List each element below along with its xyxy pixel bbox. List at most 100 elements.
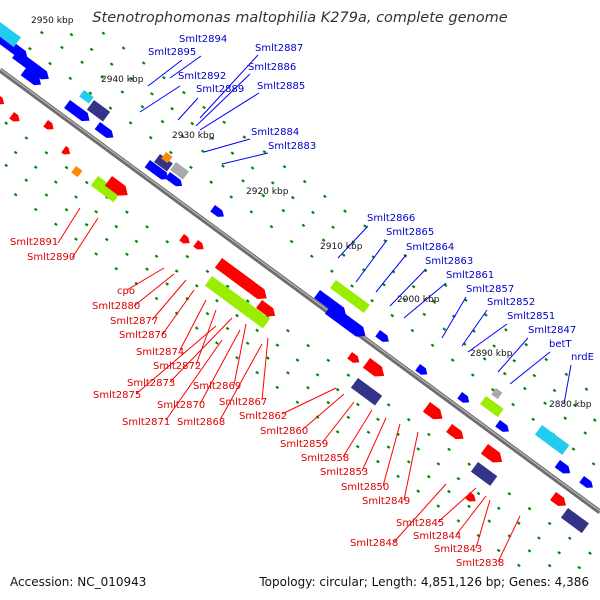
gene-label-smlt2857[interactable]: Smlt2857 (466, 284, 514, 295)
gene-label-smlt2880[interactable]: Smlt2880 (92, 301, 140, 312)
gene-label-smlt2858[interactable]: Smlt2858 (301, 453, 349, 464)
gene-label-smlt2838[interactable]: Smlt2838 (456, 558, 504, 569)
gene-label-smlt2868[interactable]: Smlt2868 (177, 417, 225, 428)
forward-leader-line (467, 323, 508, 353)
reverse-leader-line (261, 337, 269, 401)
tick-mark (230, 151, 235, 155)
gene-label-smlt2861[interactable]: Smlt2861 (446, 270, 494, 281)
reverse-cds-1 (9, 112, 20, 122)
tick-mark (150, 92, 154, 96)
tick-mark (516, 563, 521, 568)
gene-label-smlt2887[interactable]: Smlt2887 (255, 43, 303, 54)
gene-label-smlt2872[interactable]: Smlt2872 (153, 361, 201, 372)
gene-label-smlt2852[interactable]: Smlt2852 (487, 297, 535, 308)
tick-mark (140, 105, 145, 109)
gene-label-smlt2895[interactable]: Smlt2895 (148, 47, 196, 58)
tick-mark (245, 341, 250, 346)
gene-label-smlt2865[interactable]: Smlt2865 (386, 227, 434, 238)
tick-mark (261, 193, 266, 198)
gene-label-cpo[interactable]: cpo (117, 286, 135, 297)
tick-mark (406, 460, 411, 464)
gene-label-smlt2877[interactable]: Smlt2877 (110, 316, 158, 327)
tick-mark (222, 120, 227, 125)
tick-mark (202, 105, 206, 110)
gene-label-smlt2860[interactable]: Smlt2860 (260, 426, 308, 437)
tick-mark (422, 312, 427, 317)
tick-mark (524, 342, 529, 347)
gene-label-smlt2873[interactable]: Smlt2873 (127, 378, 175, 389)
kbp-label-2920: 2920 kbp (246, 187, 289, 197)
gene-label-smlt2849[interactable]: Smlt2849 (362, 496, 410, 507)
gene-label-smlt2885[interactable]: Smlt2885 (257, 81, 305, 92)
tick-mark (134, 239, 139, 244)
gene-label-smlt2874[interactable]: Smlt2874 (136, 347, 184, 358)
gene-label-smlt2876[interactable]: Smlt2876 (119, 330, 167, 341)
gene-label-smlt2866[interactable]: Smlt2866 (367, 213, 415, 224)
reverse-leader-line (475, 499, 491, 549)
gene-label-bett[interactable]: betT (549, 339, 572, 350)
gene-label-nrde[interactable]: nrdE (571, 352, 594, 363)
tick-mark (572, 403, 577, 408)
gene-label-smlt2845[interactable]: Smlt2845 (396, 518, 444, 529)
gene-label-smlt2848[interactable]: Smlt2848 (350, 538, 398, 549)
gene-label-smlt2864[interactable]: Smlt2864 (406, 242, 454, 253)
forward-leader-line (199, 92, 260, 131)
gene-label-smlt2886[interactable]: Smlt2886 (248, 62, 296, 73)
tick-mark (588, 551, 592, 555)
tick-mark (249, 210, 254, 214)
gene-label-smlt2869[interactable]: Smlt2869 (193, 381, 241, 392)
gene-label-smlt2851[interactable]: Smlt2851 (507, 311, 555, 322)
tick-mark (205, 269, 210, 274)
tick-mark (341, 253, 346, 257)
navy-feature-block (154, 154, 173, 172)
gene-label-smlt2863[interactable]: Smlt2863 (425, 256, 473, 267)
tick-mark (214, 341, 219, 345)
gray-feature-block (491, 387, 503, 400)
reverse-cds-8 (256, 300, 276, 317)
gene-label-smlt2871[interactable]: Smlt2871 (122, 417, 170, 428)
gene-label-smlt2890[interactable]: Smlt2890 (27, 252, 75, 263)
tick-mark (436, 504, 441, 508)
tick-mark (456, 476, 461, 481)
tick-mark (141, 61, 146, 65)
gene-label-smlt2850[interactable]: Smlt2850 (341, 482, 389, 493)
gene-label-smlt2843[interactable]: Smlt2843 (434, 544, 482, 555)
tick-mark (165, 240, 170, 244)
forward-leader-line (221, 152, 269, 165)
reverse-leader-line (219, 343, 263, 421)
map-title: Stenotrophomonas maltophilia K279a, comp… (92, 10, 507, 26)
tick-mark (13, 150, 18, 155)
tick-mark (94, 252, 99, 256)
reverse-cds-11 (422, 402, 443, 420)
reverse-leader-line (179, 299, 207, 351)
tick-mark (592, 418, 597, 422)
gene-label-smlt2853[interactable]: Smlt2853 (320, 467, 368, 478)
gene-label-smlt2847[interactable]: Smlt2847 (528, 325, 576, 336)
tick-mark (470, 373, 475, 377)
gene-label-smlt2870[interactable]: Smlt2870 (157, 400, 205, 411)
tick-mark (442, 327, 447, 331)
tick-mark (516, 521, 521, 525)
reverse-leader-line (281, 387, 337, 415)
forward-leader-line (203, 138, 251, 153)
gene-label-smlt2875[interactable]: Smlt2875 (93, 390, 141, 401)
gene-label-smlt2884[interactable]: Smlt2884 (251, 127, 299, 138)
tick-mark (416, 489, 421, 493)
tick-mark (326, 358, 331, 363)
reverse-leader-line (403, 431, 419, 501)
tick-mark (48, 61, 52, 66)
gene-label-smlt2862[interactable]: Smlt2862 (239, 411, 287, 422)
gene-label-smlt2892[interactable]: Smlt2892 (178, 71, 226, 82)
gene-label-smlt2867[interactable]: Smlt2867 (219, 397, 267, 408)
gene-label-smlt2894[interactable]: Smlt2894 (179, 34, 227, 45)
tick-mark (44, 193, 49, 197)
gene-label-smlt2859[interactable]: Smlt2859 (280, 439, 328, 450)
reverse-cds-0 (0, 96, 5, 105)
gene-label-smlt2844[interactable]: Smlt2844 (413, 531, 461, 542)
gene-label-smlt2889[interactable]: Smlt2889 (196, 84, 244, 95)
reverse-cds-7 (214, 258, 267, 299)
gene-label-smlt2883[interactable]: Smlt2883 (268, 141, 316, 152)
tick-mark (527, 549, 532, 553)
tick-mark (129, 77, 134, 81)
gene-label-smlt2891[interactable]: Smlt2891 (10, 237, 58, 248)
